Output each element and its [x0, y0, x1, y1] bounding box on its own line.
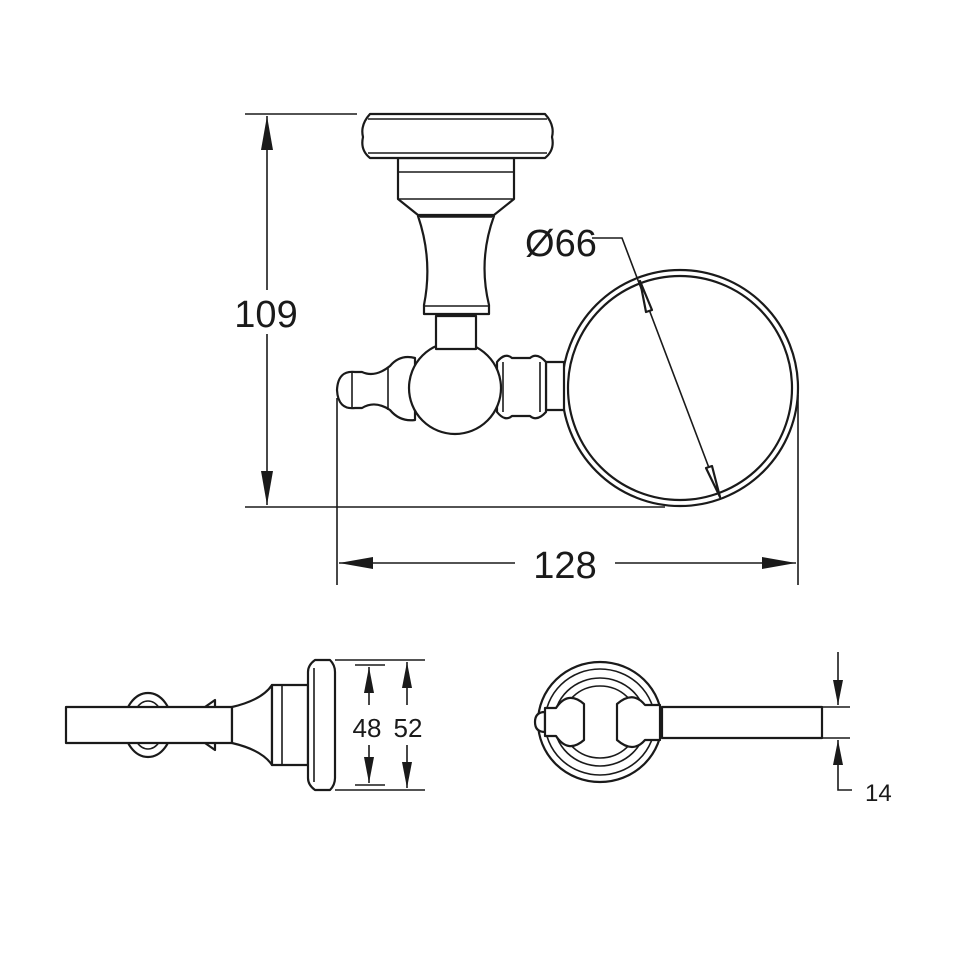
inner-plate-label: 48	[353, 713, 382, 743]
outer-plate-label: 52	[394, 713, 423, 743]
ring-stub	[544, 360, 566, 412]
side-bar	[64, 705, 234, 745]
diameter-leader	[592, 237, 721, 498]
stem	[416, 214, 496, 316]
side-plate	[306, 658, 337, 792]
neck-block	[396, 156, 516, 217]
glass-ring-outer	[560, 268, 800, 508]
diameter-label: Ø66	[525, 223, 597, 265]
bar-thickness-label: 14	[865, 780, 892, 807]
diameter-symbol: Ø	[525, 223, 555, 265]
side-flare	[230, 683, 274, 767]
left-finial	[335, 355, 417, 422]
width-label: 128	[533, 545, 596, 587]
glass-ring-inner	[566, 274, 794, 502]
connector	[434, 314, 478, 351]
right-collar	[495, 354, 548, 420]
side-view	[64, 658, 425, 792]
height-dimension	[228, 113, 665, 508]
top-view	[533, 652, 852, 791]
wall-flange	[361, 112, 554, 160]
front-view	[335, 112, 800, 508]
height-label: 109	[234, 294, 297, 336]
top-bar	[660, 705, 824, 740]
width-dimension	[336, 395, 799, 585]
center-ball	[407, 340, 503, 436]
diameter-value: 66	[555, 223, 597, 265]
